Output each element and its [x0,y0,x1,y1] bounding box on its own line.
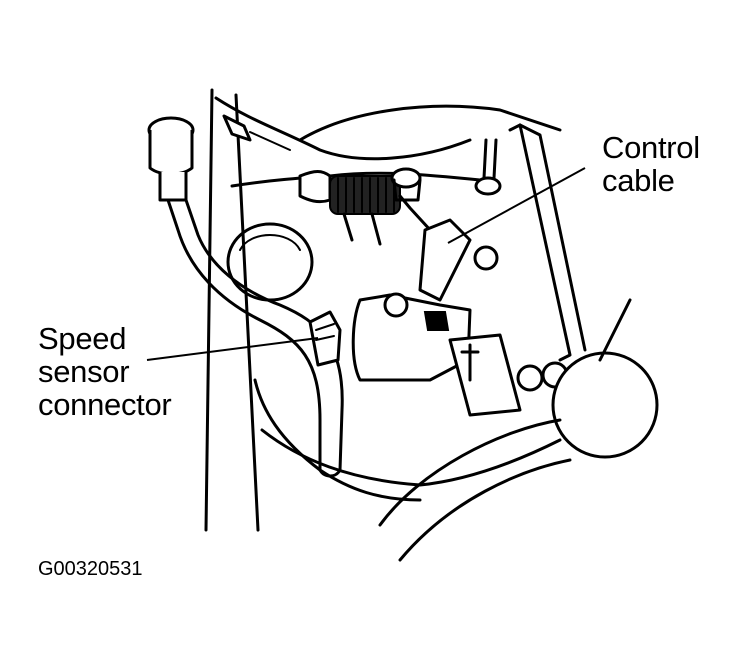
mount-bolt-stud [460,343,480,382]
control-cable-leader [447,167,586,244]
bolt-top-1-body [392,178,422,202]
lever-arm [418,218,472,302]
cable-coil-lines [337,177,395,213]
cable-sleeve-front [298,170,332,204]
speed-sensor-label-line2: sensor [38,354,130,389]
bolt-top-1 [390,167,422,189]
control-cable-label-line2: cable [602,163,675,198]
speed-sensor-connector-label: Speed sensor connector [38,321,172,422]
speed-sensor-leader [146,337,319,361]
mount-bolt-1 [516,364,544,392]
top-fitting-line [249,131,291,151]
output-flange [551,351,659,459]
top-fitting [222,114,252,142]
bolt-right [473,245,499,271]
pipe-fitting [158,172,188,202]
canister-shade [239,234,301,251]
flange-line [598,298,632,362]
cable-bracket [342,212,382,246]
upper-hose [214,96,472,161]
pipe-run [166,198,322,472]
control-cable-label: Control cable [602,131,700,197]
speed-sensor-detail [315,323,335,341]
lower-curve [378,418,562,527]
frame-line-left [204,88,214,532]
pipe-cap-body [148,130,194,176]
case-right-wall [508,123,572,362]
plate-bolt [383,292,409,318]
speed-sensor-label-line1: Speed [38,321,127,356]
speed-sensor-label-line3: connector [38,387,172,422]
selector-plate [351,293,472,382]
upper-housing-top [298,104,562,142]
mount-bracket [448,333,522,417]
plate-slot [423,311,450,331]
canister [226,222,314,302]
case-left [253,378,422,502]
lower-curve-2 [398,458,572,562]
bolt-top-2-stem [482,138,498,180]
figure-code: G00320531 [38,558,143,580]
pipe-run-inner [184,198,344,472]
cable-coil [329,175,401,215]
bolt-top-2 [474,176,502,196]
control-cable-label-line1: Control [602,130,700,165]
case-right-wall-2 [518,123,587,352]
